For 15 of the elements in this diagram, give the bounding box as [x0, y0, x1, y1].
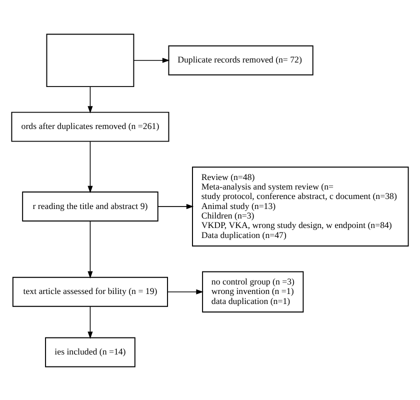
node-box: [46, 33, 134, 87]
node-box: ies included (n =14): [45, 336, 136, 367]
node-box: text article assessed for bility (n = 19): [12, 276, 168, 306]
node-box: no control group (n =3) wrong invention (n =1) data duplication (n=1): [202, 270, 304, 312]
node-box: ords after duplicates removed (n =261): [11, 111, 170, 142]
arrow: [133, 57, 170, 62]
arrow: [167, 288, 204, 294]
node-box: r reading the title and abstract 9): [22, 191, 158, 222]
arrow: [158, 204, 194, 209]
node-box: Duplicate records removed (n= 72): [168, 44, 314, 75]
arrow: [88, 140, 93, 193]
node-box: Review (n=48) Meta-analysis and system review (n= study protocol, conference abstract, c document (n=38) Animal study (n=13) Children (n=3) VKDP, VKA, wrong study design, w endpoint (n=84) Data duplication (n=47): [192, 166, 409, 246]
arrow: [88, 86, 93, 113]
arrow: [88, 220, 93, 278]
arrow: [88, 306, 93, 338]
